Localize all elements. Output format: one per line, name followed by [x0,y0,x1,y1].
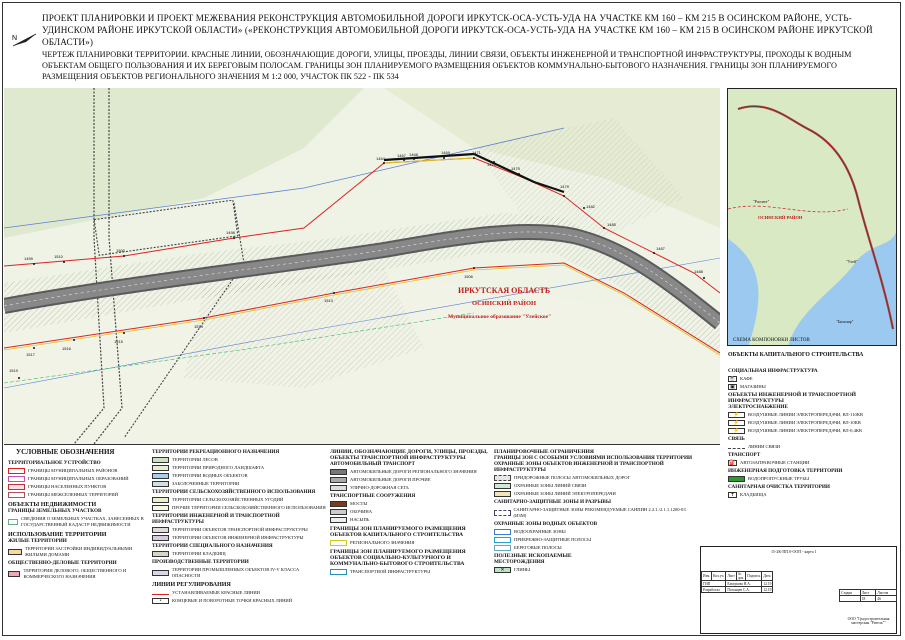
title-main: ПРОЕКТ ПЛАНИРОВКИ И ПРОЕКТ МЕЖЕВАНИЯ РЕК… [42,13,873,47]
svg-text:1475: 1475 [511,166,521,171]
legend-col-3: ЛИНИИ, ОБОЗНАЧАЮЩИЕ ДОРОГИ, УЛИЦЫ, ПРОЕЗ… [330,449,488,575]
north-arrow-icon: N [12,33,37,47]
svg-text:1471: 1471 [472,150,482,155]
svg-text:1485: 1485 [607,222,617,227]
svg-text:1514: 1514 [194,324,204,329]
red-line-north-bold [383,152,475,162]
map-canvas: 1464 1467 1468 1469 1471 1472 1475 1479 … [4,88,720,444]
cemetery-icon: ✝ [728,492,737,498]
legend-col-2: ТЕРРИТОРИИ РЕКРЕАЦИОННОГО НАЗНАЧЕНИЯ ТЕР… [152,449,326,604]
district-label: ОСИНСКИЙ РАЙОН [472,300,537,307]
svg-text:1467: 1467 [397,153,407,158]
svg-text:1500: 1500 [116,248,126,253]
zone-boundary-yellow-south [4,264,720,356]
legend-col-4: ПЛАНИРОВОЧНЫЕ ОГРАНИЧЕНИЯ ГРАНИЦЫ ЗОН С … [494,449,693,573]
point-icon: • [152,598,169,604]
svg-text:1519: 1519 [9,368,19,373]
red-line-north-bold-2 [473,153,565,194]
svg-text:1482: 1482 [586,204,596,209]
red-line-points: 1464 1467 1468 1469 1471 1472 1475 1479 … [9,150,705,379]
main-map[interactable]: 1464 1467 1468 1469 1471 1472 1475 1479 … [4,88,720,444]
svg-text:1517: 1517 [26,352,36,357]
legend-col-1: ТЕРРИТОРИАЛЬНОЕ УСТРОЙСТВО ГРАНИЦЫ МУНИЦ… [8,460,144,579]
legend-col-5: ОБЪЕКТЫ КАПИТАЛЬНОГО СТРОИТЕЛЬСТВА СОЦИА… [728,352,864,498]
inset-water [728,239,759,345]
zone-boundary-yellow [383,157,475,164]
local-road-edge [93,88,123,444]
svg-text:1510: 1510 [54,254,64,259]
comm-line-icon [728,445,745,449]
local-road [73,88,105,444]
inset-place-1: "Рассвет" [753,199,770,204]
inset-water-2 [788,231,896,345]
water-zone-line [4,127,565,229]
svg-text:1487: 1487 [656,246,666,251]
cafe-icon: ☕ [728,376,737,382]
main-road-carriageway [4,225,720,328]
region-label: ИРКУТСКАЯ ОБЛАСТЬ [458,286,551,295]
power-line-04-icon: ⚡ [728,428,745,434]
stamp-code: 15-2К-ПП.0-ООП - карта 1 [771,549,817,554]
fuel-station-icon: ⛽ [728,460,737,466]
inset-district: ОСИНСКИЙ РАЙОН [758,215,803,220]
side-road-loop [93,199,239,256]
legend-separator [4,444,720,445]
municipality-label: Муниципальное образование "Улейское" [448,314,552,320]
legend-title: УСЛОВНЫЕ ОБОЗНАЧЕНИЯ [16,448,115,456]
inset-place-3: "Бильчир" [836,319,854,324]
right-of-way [4,213,720,358]
power-line [4,312,475,384]
ag-hatch-2 [474,118,684,238]
inset-district-border [728,205,849,213]
svg-text:1488: 1488 [694,269,704,274]
inset-map[interactable]: ОСИНСКИЙ РАЙОН "Рассвет" "Улей" "Бильчир… [727,88,897,346]
svg-text:1459: 1459 [24,256,34,261]
svg-text:1506: 1506 [464,274,474,279]
svg-text:1515: 1515 [114,339,124,344]
inset-caption: СХЕМА КОМПОНОВКИ ЛИСТОВ [733,338,810,343]
svg-text:1468: 1468 [409,152,419,157]
svg-text:1464: 1464 [376,156,386,161]
inset-route-core [737,105,894,330]
svg-text:1479: 1479 [560,184,570,189]
svg-text:1516: 1516 [62,346,72,351]
title-sub: ЧЕРТЕЖ ПЛАНИРОВКИ ТЕРРИТОРИИ. КРАСНЫЕ ЛИ… [42,50,852,81]
inset-place-2: "Улей" [846,259,858,264]
water-zone-line-2 [4,257,720,389]
inset-canvas [728,89,896,345]
svg-text:1472: 1472 [487,162,497,167]
power-line-110-icon: ⚡ [728,412,745,418]
svg-text:1469: 1469 [441,150,451,155]
red-line-icon [152,591,169,595]
ag-hatch [184,268,424,388]
clay-deposit-icon: ✕ [494,567,511,573]
shop-icon: ▣ [728,384,737,390]
svg-text:1498: 1498 [226,230,236,235]
power-line-10-icon: ⚡ [728,420,745,426]
svg-text:N: N [12,35,17,42]
culvert-icon [728,476,745,482]
title-block: 15-2К-ПП.0-ООП - карта 1 Изм.Кол.уч.Лист… [700,546,897,634]
svg-text:1513: 1513 [324,298,334,303]
stamp-org: ООО "Градостроительная мастерская "Ригел… [847,617,890,625]
